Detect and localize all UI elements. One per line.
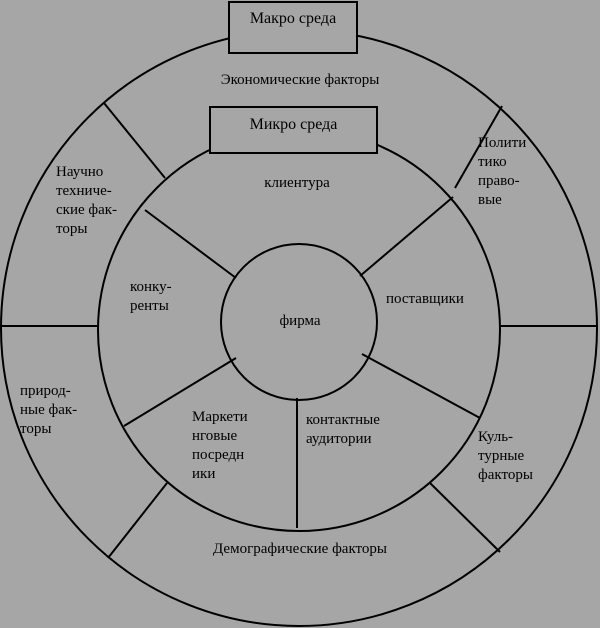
divider-outer-upper-right	[454, 105, 503, 189]
divider-outer-lower-left	[107, 482, 168, 559]
cultural-factors-label: Куль- турные факторы	[478, 429, 533, 483]
micro-environment-label: Микро среда	[249, 116, 338, 133]
spoke-lower-right	[361, 353, 481, 419]
macro-box-frame	[228, 1, 358, 54]
firm-label: фирма	[279, 313, 321, 329]
demographic-factors-label: Демографические факторы	[213, 541, 387, 557]
spoke-upper-left	[144, 209, 237, 279]
spoke-lower-left	[123, 357, 237, 427]
political-legal-factors-label: Полити тико право- вые	[478, 135, 527, 208]
contact-audiences-label: контактные аудитории	[306, 412, 380, 447]
center-circle	[220, 243, 378, 401]
natural-factors-label: природ- ные фак- торы	[20, 383, 78, 437]
marketing-intermediaries-label: Маркети нговые посредн ики	[192, 409, 248, 482]
divider-outer-lower-right	[429, 482, 501, 553]
clients-label: клиентура	[264, 175, 330, 191]
macro-environment-label: Макро среда	[249, 10, 337, 27]
economic-factors-label: Экономические факторы	[220, 72, 380, 88]
suppliers-label: поставщики	[386, 291, 464, 307]
competitors-label: конку- ренты	[130, 279, 172, 314]
micro-box-frame	[209, 106, 378, 154]
divider-outer-upper-left	[103, 102, 166, 179]
spoke-upper-right	[359, 196, 454, 277]
scientific-technical-factors-label: Научно техниче- ские фак- торы	[56, 164, 118, 237]
